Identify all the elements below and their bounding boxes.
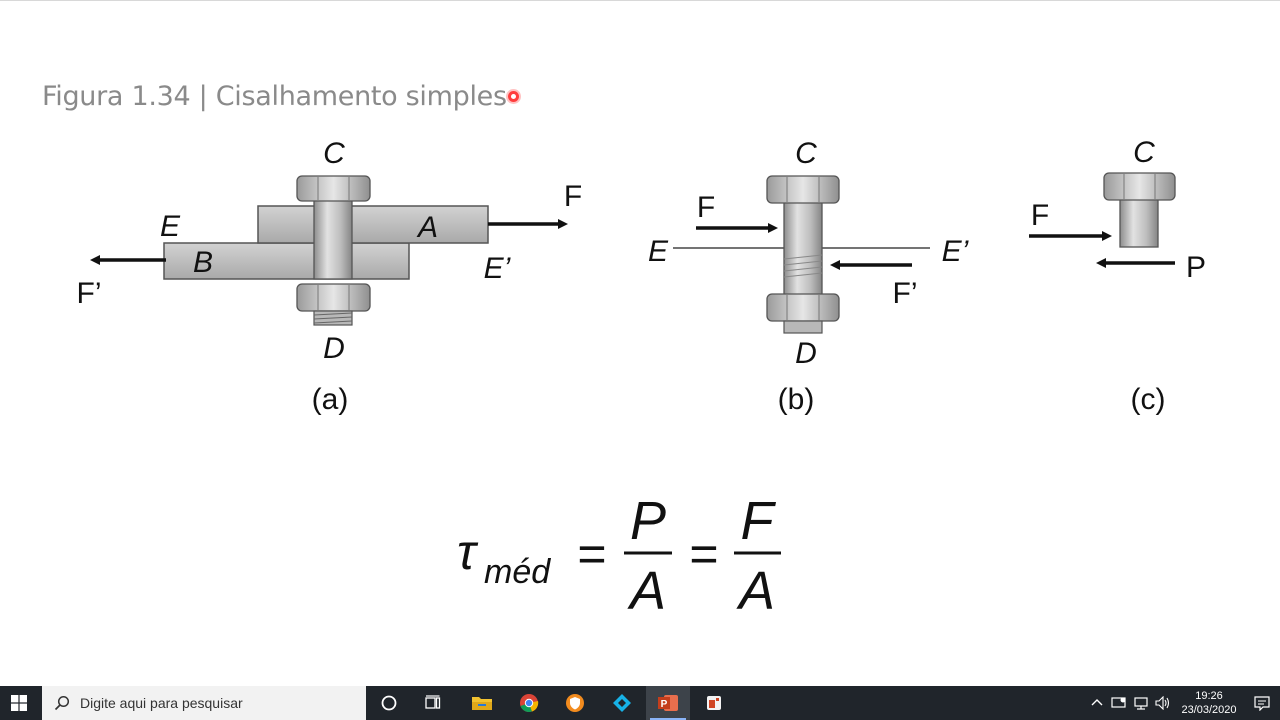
- vpn-icon: [566, 694, 584, 712]
- cortana-button[interactable]: [367, 686, 411, 720]
- label-f-a: F: [564, 180, 582, 213]
- task-view-button[interactable]: [411, 686, 455, 720]
- kodi-button[interactable]: [600, 686, 644, 720]
- task-view-icon: [425, 695, 441, 709]
- file-explorer-icon: [472, 697, 492, 710]
- label-f-prime-a: F’: [77, 277, 102, 310]
- start-button[interactable]: [0, 686, 38, 720]
- vpn-button[interactable]: [553, 686, 597, 720]
- denominator-a-1: A: [627, 561, 666, 621]
- svg-text:P: P: [661, 699, 668, 710]
- system-tray: 19:26 23/03/2020: [1086, 686, 1280, 720]
- office-icon: [707, 696, 721, 710]
- shear-figure: C D E E’ A B F F’ (a): [77, 136, 1207, 621]
- bolt-shaft-c: [1119, 196, 1159, 248]
- tray-display-icon: [1111, 697, 1126, 708]
- nut-a: [296, 283, 371, 312]
- label-c-a: C: [323, 137, 345, 170]
- tau-symbol: τ: [457, 524, 479, 580]
- chrome-icon: [520, 694, 539, 713]
- clock-time: 19:26: [1195, 690, 1223, 702]
- bolt-head-c: [1103, 172, 1176, 201]
- label-d-a: D: [323, 332, 345, 365]
- bolt-head-a: [296, 175, 371, 202]
- average-shear-formula: τ méd = P A = F A: [457, 491, 781, 621]
- nut-b: [766, 293, 840, 322]
- bolt-head-b: [766, 175, 840, 204]
- label-e-b: E: [648, 235, 669, 268]
- equals-sign-2: =: [689, 526, 718, 582]
- network-button[interactable]: [1130, 686, 1152, 720]
- figure-a: C D E E’ A B F F’ (a): [77, 137, 583, 416]
- caption-b: (b): [778, 383, 815, 416]
- active-app-indicator: [650, 718, 686, 720]
- notification-icon: [1254, 696, 1270, 711]
- label-e-prime-b: E’: [942, 235, 970, 268]
- label-f-b: F: [697, 191, 715, 224]
- chevron-up-icon: [1091, 699, 1103, 706]
- label-e-a: E: [160, 210, 181, 243]
- numerator-p: P: [630, 491, 666, 551]
- figure-b: C D F E E’ F’ (b): [648, 137, 970, 416]
- plate-b: [163, 242, 410, 280]
- clock[interactable]: 19:26 23/03/2020: [1174, 689, 1244, 717]
- label-c-c: C: [1133, 136, 1155, 169]
- file-explorer-button[interactable]: [460, 686, 504, 720]
- slide-canvas: Figura 1.34 | Cisalhamento simples: [0, 0, 1280, 621]
- bolt-shaft-b: [783, 198, 823, 296]
- volume-icon: [1155, 696, 1170, 710]
- caption-c: (c): [1131, 383, 1166, 416]
- powerpoint-button[interactable]: P: [646, 686, 690, 720]
- laser-pointer-icon: [508, 91, 519, 102]
- thread-b: [783, 320, 823, 334]
- office-button[interactable]: [692, 686, 736, 720]
- label-b-plate: B: [193, 246, 213, 279]
- label-a-plate: A: [416, 211, 438, 244]
- search-placeholder: Digite aqui para pesquisar: [80, 695, 243, 711]
- cortana-icon: [381, 695, 397, 711]
- search-icon: [54, 695, 70, 711]
- label-c-b: C: [795, 137, 817, 170]
- label-f-c: F: [1031, 199, 1049, 232]
- clock-date: 23/03/2020: [1181, 704, 1237, 716]
- chrome-button[interactable]: [507, 686, 551, 720]
- slide-title: Figura 1.34 | Cisalhamento simples: [42, 81, 507, 112]
- taskbar-search-box[interactable]: Digite aqui para pesquisar: [42, 686, 366, 720]
- plate-a: [257, 205, 489, 244]
- caption-a: (a): [312, 383, 349, 416]
- equals-sign-1: =: [577, 526, 606, 582]
- powerpoint-icon: P: [658, 695, 678, 711]
- notification-center-button[interactable]: [1244, 686, 1280, 720]
- label-d-b: D: [795, 337, 817, 370]
- figure-c: C F P (c): [1029, 136, 1206, 416]
- tray-overflow-button[interactable]: [1086, 686, 1108, 720]
- bolt-shaft-a: [313, 196, 353, 280]
- tau-subscript: méd: [484, 553, 551, 591]
- denominator-a-2: A: [736, 561, 775, 621]
- volume-button[interactable]: [1152, 686, 1174, 720]
- tray-app-button[interactable]: [1108, 686, 1130, 720]
- windows-logo-icon: [11, 695, 27, 711]
- label-f-prime-b: F’: [893, 277, 918, 310]
- label-p-c: P: [1186, 251, 1206, 284]
- taskbar: Digite aqui para pesquisar: [0, 686, 1280, 720]
- label-e-prime-a: E’: [484, 252, 512, 285]
- network-icon: [1134, 697, 1148, 710]
- numerator-f: F: [741, 491, 777, 551]
- kodi-icon: [613, 694, 631, 712]
